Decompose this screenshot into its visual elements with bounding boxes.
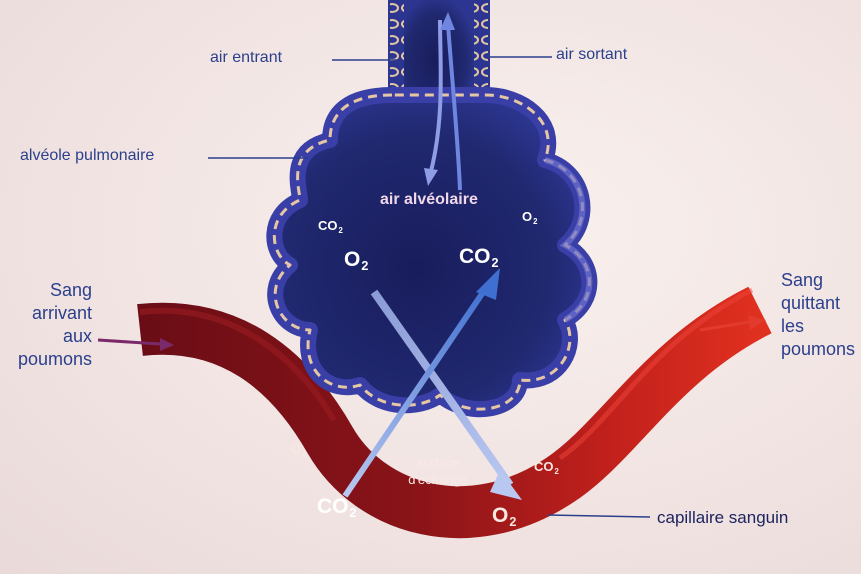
label-capillaire-sanguin: capillaire sanguin [657,508,788,528]
subscript: 2 [302,449,306,458]
subscript: 2 [339,226,343,235]
o2-alveolus-large: O2 [344,248,368,273]
label-line: quittant [781,292,855,315]
o2-alveolus-right: O2 [522,209,537,226]
label-sang-arrivant: Sang arrivant aux poumons [10,279,92,371]
co2-alveolus-left: CO2 [318,218,343,235]
label-line: poumons [10,348,92,371]
label-line: aux [10,325,92,348]
formula-text: CO [459,245,491,268]
formula-text: CO [317,495,349,518]
label-line: surface [398,454,478,471]
formula-text: CO [318,218,338,233]
subscript: 2 [492,256,499,270]
subscript: 2 [350,506,357,520]
label-air-alveolaire: air alvéolaire [380,191,478,209]
label-alveole-pulmonaire: alvéole pulmonaire [20,147,154,165]
label-sang-quittant: Sang quittant les poumons [781,269,855,361]
co2-alveolus-large: CO2 [459,245,499,270]
formula-text: CO [534,459,554,474]
o2-blood-left: O2 [291,441,306,458]
o2-blood-large: O2 [492,504,516,529]
label-line: d'échange [398,471,478,488]
label-air-sortant: air sortant [556,46,627,64]
label-line: poumons [781,338,855,361]
label-line: Sang [781,269,855,292]
formula-text: O [522,209,532,224]
formula-text: O [492,504,508,527]
formula-text: O [344,248,360,271]
label-air-entrant: air entrant [210,49,282,67]
label-surface-echange: surface d'échange [398,454,478,488]
blood-in-arrow [98,338,174,351]
label-line: arrivant [10,302,92,325]
co2-blood-right: CO2 [534,459,559,476]
subscript: 2 [555,467,559,476]
subscript: 2 [509,515,516,529]
subscript: 2 [361,259,368,273]
label-line: les [781,315,855,338]
co2-blood-large: CO2 [317,495,357,520]
formula-text: O [291,441,301,456]
subscript: 2 [533,217,537,226]
label-line: Sang [10,279,92,302]
